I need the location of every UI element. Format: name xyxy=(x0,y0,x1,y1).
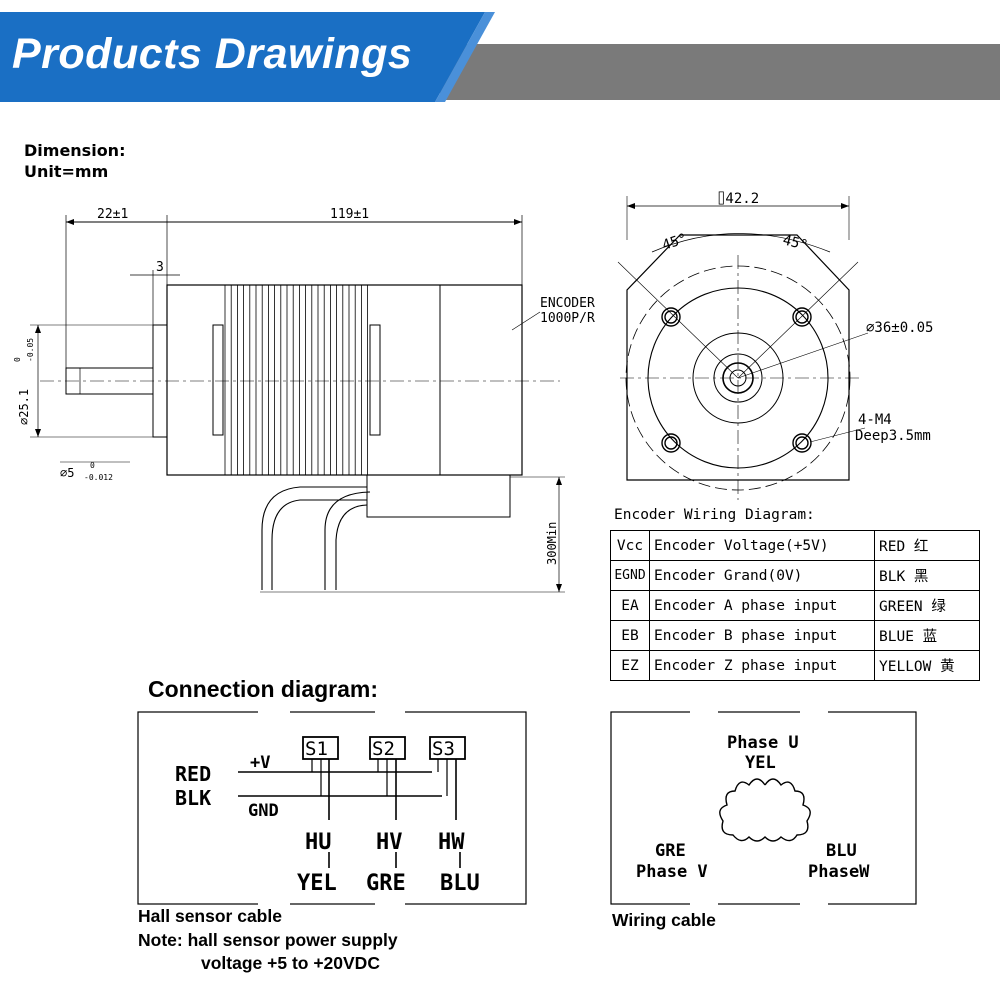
sensor-s3: S3 xyxy=(432,738,455,760)
description-cell: Encoder B phase input xyxy=(649,620,875,651)
front-view-drawing: ⌷42.2 45° 45° ⌀36±0.05 4-M4 Deep3.5mm xyxy=(617,191,933,500)
holes-depth-label: Deep3.5mm xyxy=(855,428,931,444)
sensor-s2: S2 xyxy=(372,738,395,760)
banner-shapes xyxy=(0,12,1000,102)
shaft-5-label: ⌀5 xyxy=(60,466,74,480)
square-dim-label: ⌷42.2 xyxy=(717,191,759,207)
unit-label: Unit=mm xyxy=(24,162,109,181)
wiring-cable-diagram: Phase U YEL GRE Phase V BLU PhaseW xyxy=(610,710,917,906)
sensor-s1: S1 xyxy=(305,738,328,760)
wire-gre: GRE xyxy=(366,871,406,896)
shaft-diameter-tol-top: 0 xyxy=(13,357,22,362)
wire-blu: BLU xyxy=(440,871,480,896)
phase-w-label: PhaseW xyxy=(808,862,870,882)
shaft-5-tol-top: 0 xyxy=(90,461,95,470)
phase-v-color: GRE xyxy=(655,841,686,861)
angle-left-label: 45° xyxy=(660,231,689,254)
shaft-5-tol: -0.012 xyxy=(84,473,113,482)
pilot-dia-label: ⌀36±0.05 xyxy=(866,320,933,336)
phase-u-color: YEL xyxy=(745,753,776,773)
phase-w-color: BLU xyxy=(826,841,857,861)
side-view-drawing: 22±1 119±1 3 ENCODER 1000P/R ⌀25.1 0 -0.… xyxy=(13,207,595,593)
phase-v-label: Phase V xyxy=(636,862,708,882)
angle-right-label: 45° xyxy=(781,232,809,254)
pin-cell: EZ xyxy=(610,650,650,681)
wire-color-cell: RED 红 xyxy=(874,530,980,561)
description-cell: Encoder Z phase input xyxy=(649,650,875,681)
phase-u-label: Phase U xyxy=(727,733,799,753)
description-cell: Encoder A phase input xyxy=(649,590,875,621)
blk-label: BLK xyxy=(175,786,211,810)
encoder-ppr-label: 1000P/R xyxy=(540,311,595,326)
pin-cell: EGND xyxy=(610,560,650,591)
hall-sensor-diagram: S1 S2 S3 +V RED BLK GND HU HV HW YEL GRE… xyxy=(137,710,527,906)
connection-title: Connection diagram: xyxy=(148,676,379,702)
dimension-heading: Dimension: xyxy=(24,141,126,160)
output-hv: HV xyxy=(376,830,403,855)
encoder-table-title: Encoder Wiring Diagram: xyxy=(614,507,815,523)
pin-cell: Vcc xyxy=(610,530,650,561)
power-note-line1: Note: hall sensor power supply xyxy=(138,930,398,950)
plus-v-label: +V xyxy=(250,753,270,773)
wire-yel: YEL xyxy=(297,871,337,896)
wire-color-cell: YELLOW 黄 xyxy=(874,650,980,681)
description-cell: Encoder Grand(0V) xyxy=(649,560,875,591)
pin-cell: EB xyxy=(610,620,650,651)
wire-color-cell: BLUE 蓝 xyxy=(874,620,980,651)
cable-length-label: 300Min xyxy=(545,522,559,565)
winding-coils xyxy=(719,778,811,842)
holes-label: 4-M4 xyxy=(858,412,892,428)
dimension-label: Dimension: Unit=mm xyxy=(24,140,125,182)
power-note-line2: voltage +5 to +20VDC xyxy=(201,953,380,973)
dim-3-label: 3 xyxy=(156,260,164,275)
shaft-diameter-label: ⌀25.1 xyxy=(17,389,31,425)
hall-cable-caption: Hall sensor cable xyxy=(138,906,282,926)
description-cell: Encoder Voltage(+5V) xyxy=(649,530,875,561)
wire-color-cell: BLK 黑 xyxy=(874,560,980,591)
shaft-diameter-tol: -0.05 xyxy=(26,338,35,362)
header-banner: Products Drawings xyxy=(0,0,1000,110)
wiring-cable-caption: Wiring cable xyxy=(612,910,716,930)
gnd-label: GND xyxy=(248,801,279,821)
dim-22-label: 22±1 xyxy=(97,207,128,222)
red-label: RED xyxy=(175,762,211,786)
page-title: Products Drawings xyxy=(12,30,413,78)
output-hw: HW xyxy=(438,830,465,855)
output-hu: HU xyxy=(305,830,332,855)
wire-color-cell: GREEN 绿 xyxy=(874,590,980,621)
dim-119-label: 119±1 xyxy=(330,207,369,222)
encoder-label: ENCODER xyxy=(540,296,595,311)
pin-cell: EA xyxy=(610,590,650,621)
